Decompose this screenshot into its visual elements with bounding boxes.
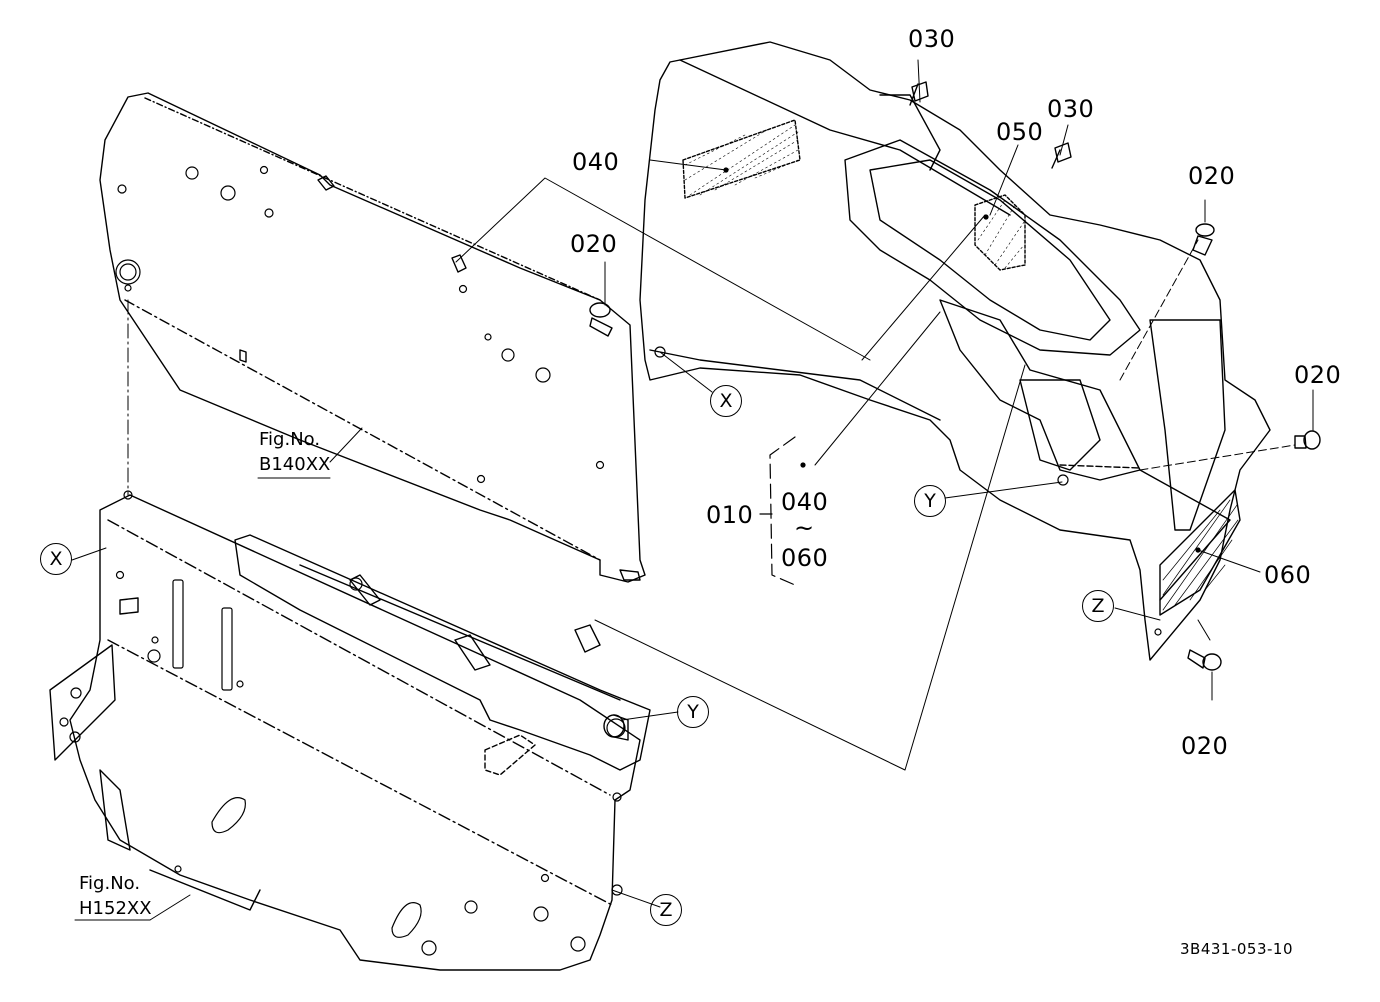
ref-marker-x-upper: X — [710, 385, 742, 417]
ref-marker-z-lower: Z — [650, 894, 682, 926]
part-label-020-bottom: 020 — [1181, 732, 1229, 760]
range-tilde: ~ — [794, 514, 815, 542]
ref-marker-y-lower: Y — [677, 696, 709, 728]
lower-frame-slots-holes — [59, 490, 626, 956]
decal-060 — [1159, 489, 1241, 616]
lower-frame-channel — [234, 534, 651, 776]
pin-y — [603, 714, 629, 741]
part-label-030-top: 030 — [908, 25, 956, 53]
fig-ref-upper-line2: B140XX — [259, 454, 331, 475]
part-label-020-upper-right: 020 — [1188, 162, 1236, 190]
part-label-020-right: 020 — [1294, 361, 1342, 389]
part-label-010: 010 — [706, 501, 754, 529]
upper-panel-holes — [115, 165, 605, 484]
cover-holes — [654, 346, 1162, 636]
part-label-040: 040 — [572, 148, 620, 176]
bolt-030-top — [909, 81, 929, 106]
bolt-020-right — [1294, 430, 1321, 450]
fig-ref-lower-line1: Fig.No. — [79, 873, 141, 894]
leader-dots — [723, 167, 1201, 553]
upper-panel — [99, 92, 646, 583]
bolt-020-left — [589, 302, 613, 337]
lower-frame — [49, 494, 641, 971]
part-label-060: 060 — [1264, 561, 1312, 589]
ref-marker-y-upper: Y — [914, 485, 946, 517]
bolt-030-mid — [1051, 142, 1072, 169]
bolt-020-bottom — [1187, 649, 1222, 671]
ref-marker-z-upper: Z — [1082, 590, 1114, 622]
part-label-040-range: 040 — [781, 488, 829, 516]
fig-ref-upper-line1: Fig.No. — [259, 429, 321, 450]
part-label-020-left: 020 — [570, 230, 618, 258]
part-label-030-mid: 030 — [1047, 95, 1095, 123]
decal-050 — [974, 194, 1026, 271]
range-bracket — [759, 436, 796, 586]
right-cover — [639, 41, 1271, 661]
ref-marker-x-lower: X — [40, 543, 72, 575]
part-label-060-range: 060 — [781, 544, 829, 572]
drawing-code: 3B431-053-10 — [1180, 940, 1294, 958]
decal-040 — [682, 119, 801, 199]
bolt-020-upper-right — [1192, 223, 1215, 256]
leader-lines — [71, 59, 1314, 921]
fig-ref-lower-line2: H152XX — [79, 898, 152, 919]
part-label-050: 050 — [996, 118, 1044, 146]
